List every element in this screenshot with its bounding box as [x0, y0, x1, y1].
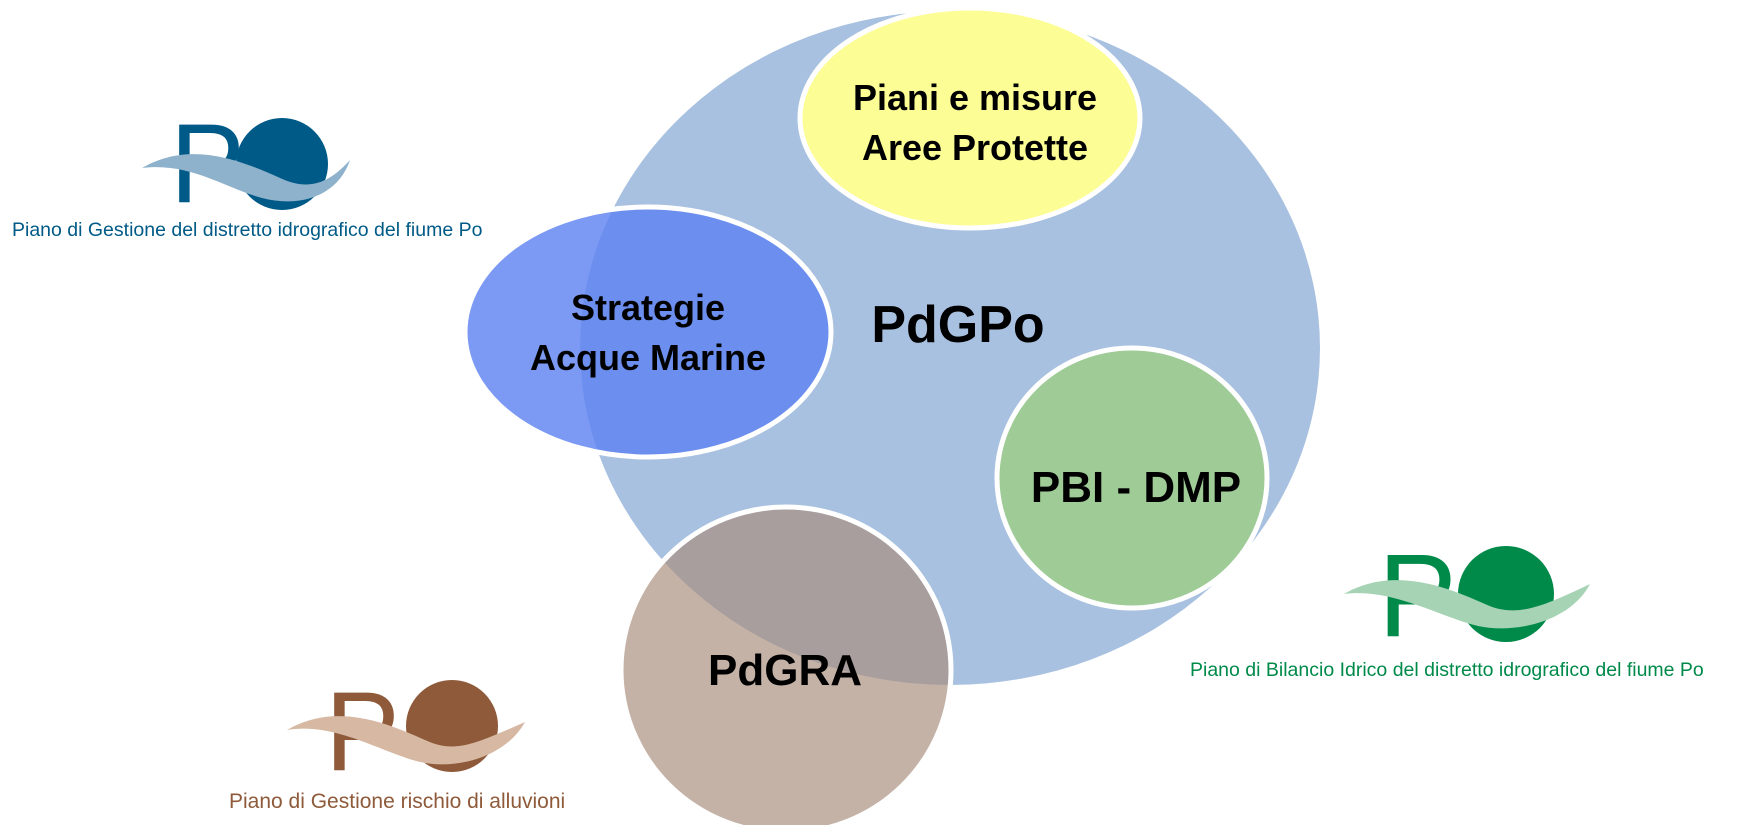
label-pdgra: PdGRA	[708, 646, 862, 695]
label-strategie-line2: Acque Marine	[530, 337, 766, 378]
label-pdgpo: PdGPo	[871, 296, 1044, 354]
label-pbi-dmp: PBI - DMP	[1031, 463, 1241, 512]
logo-pdgpo-caption: Piano di Gestione del distretto idrograf…	[12, 219, 483, 241]
label-aree-protette-line2: Aree Protette	[862, 127, 1088, 168]
circle-aree-protette	[797, 5, 1143, 231]
logo-pdgpo-wave-icon	[142, 154, 350, 202]
label-aree-protette-line1: Piani e misure	[853, 77, 1097, 118]
circle-pdgra	[618, 504, 954, 825]
label-strategie-line1: Strategie	[571, 287, 725, 328]
logo-pbi-wave-icon	[1344, 580, 1590, 629]
circle-strategie	[462, 204, 834, 460]
logo-pdgra-caption: Piano di Gestione rischio di alluvioni	[229, 790, 566, 813]
logo-pdgpo: P	[142, 101, 350, 226]
circle-pbi-dmp	[994, 345, 1270, 611]
logo-pdgra: P	[287, 669, 525, 794]
logo-pbi-caption: Piano di Bilancio Idrico del distretto i…	[1190, 659, 1704, 681]
logo-pbi: P	[1344, 530, 1590, 662]
logo-pdgra-wave-icon	[287, 716, 525, 765]
